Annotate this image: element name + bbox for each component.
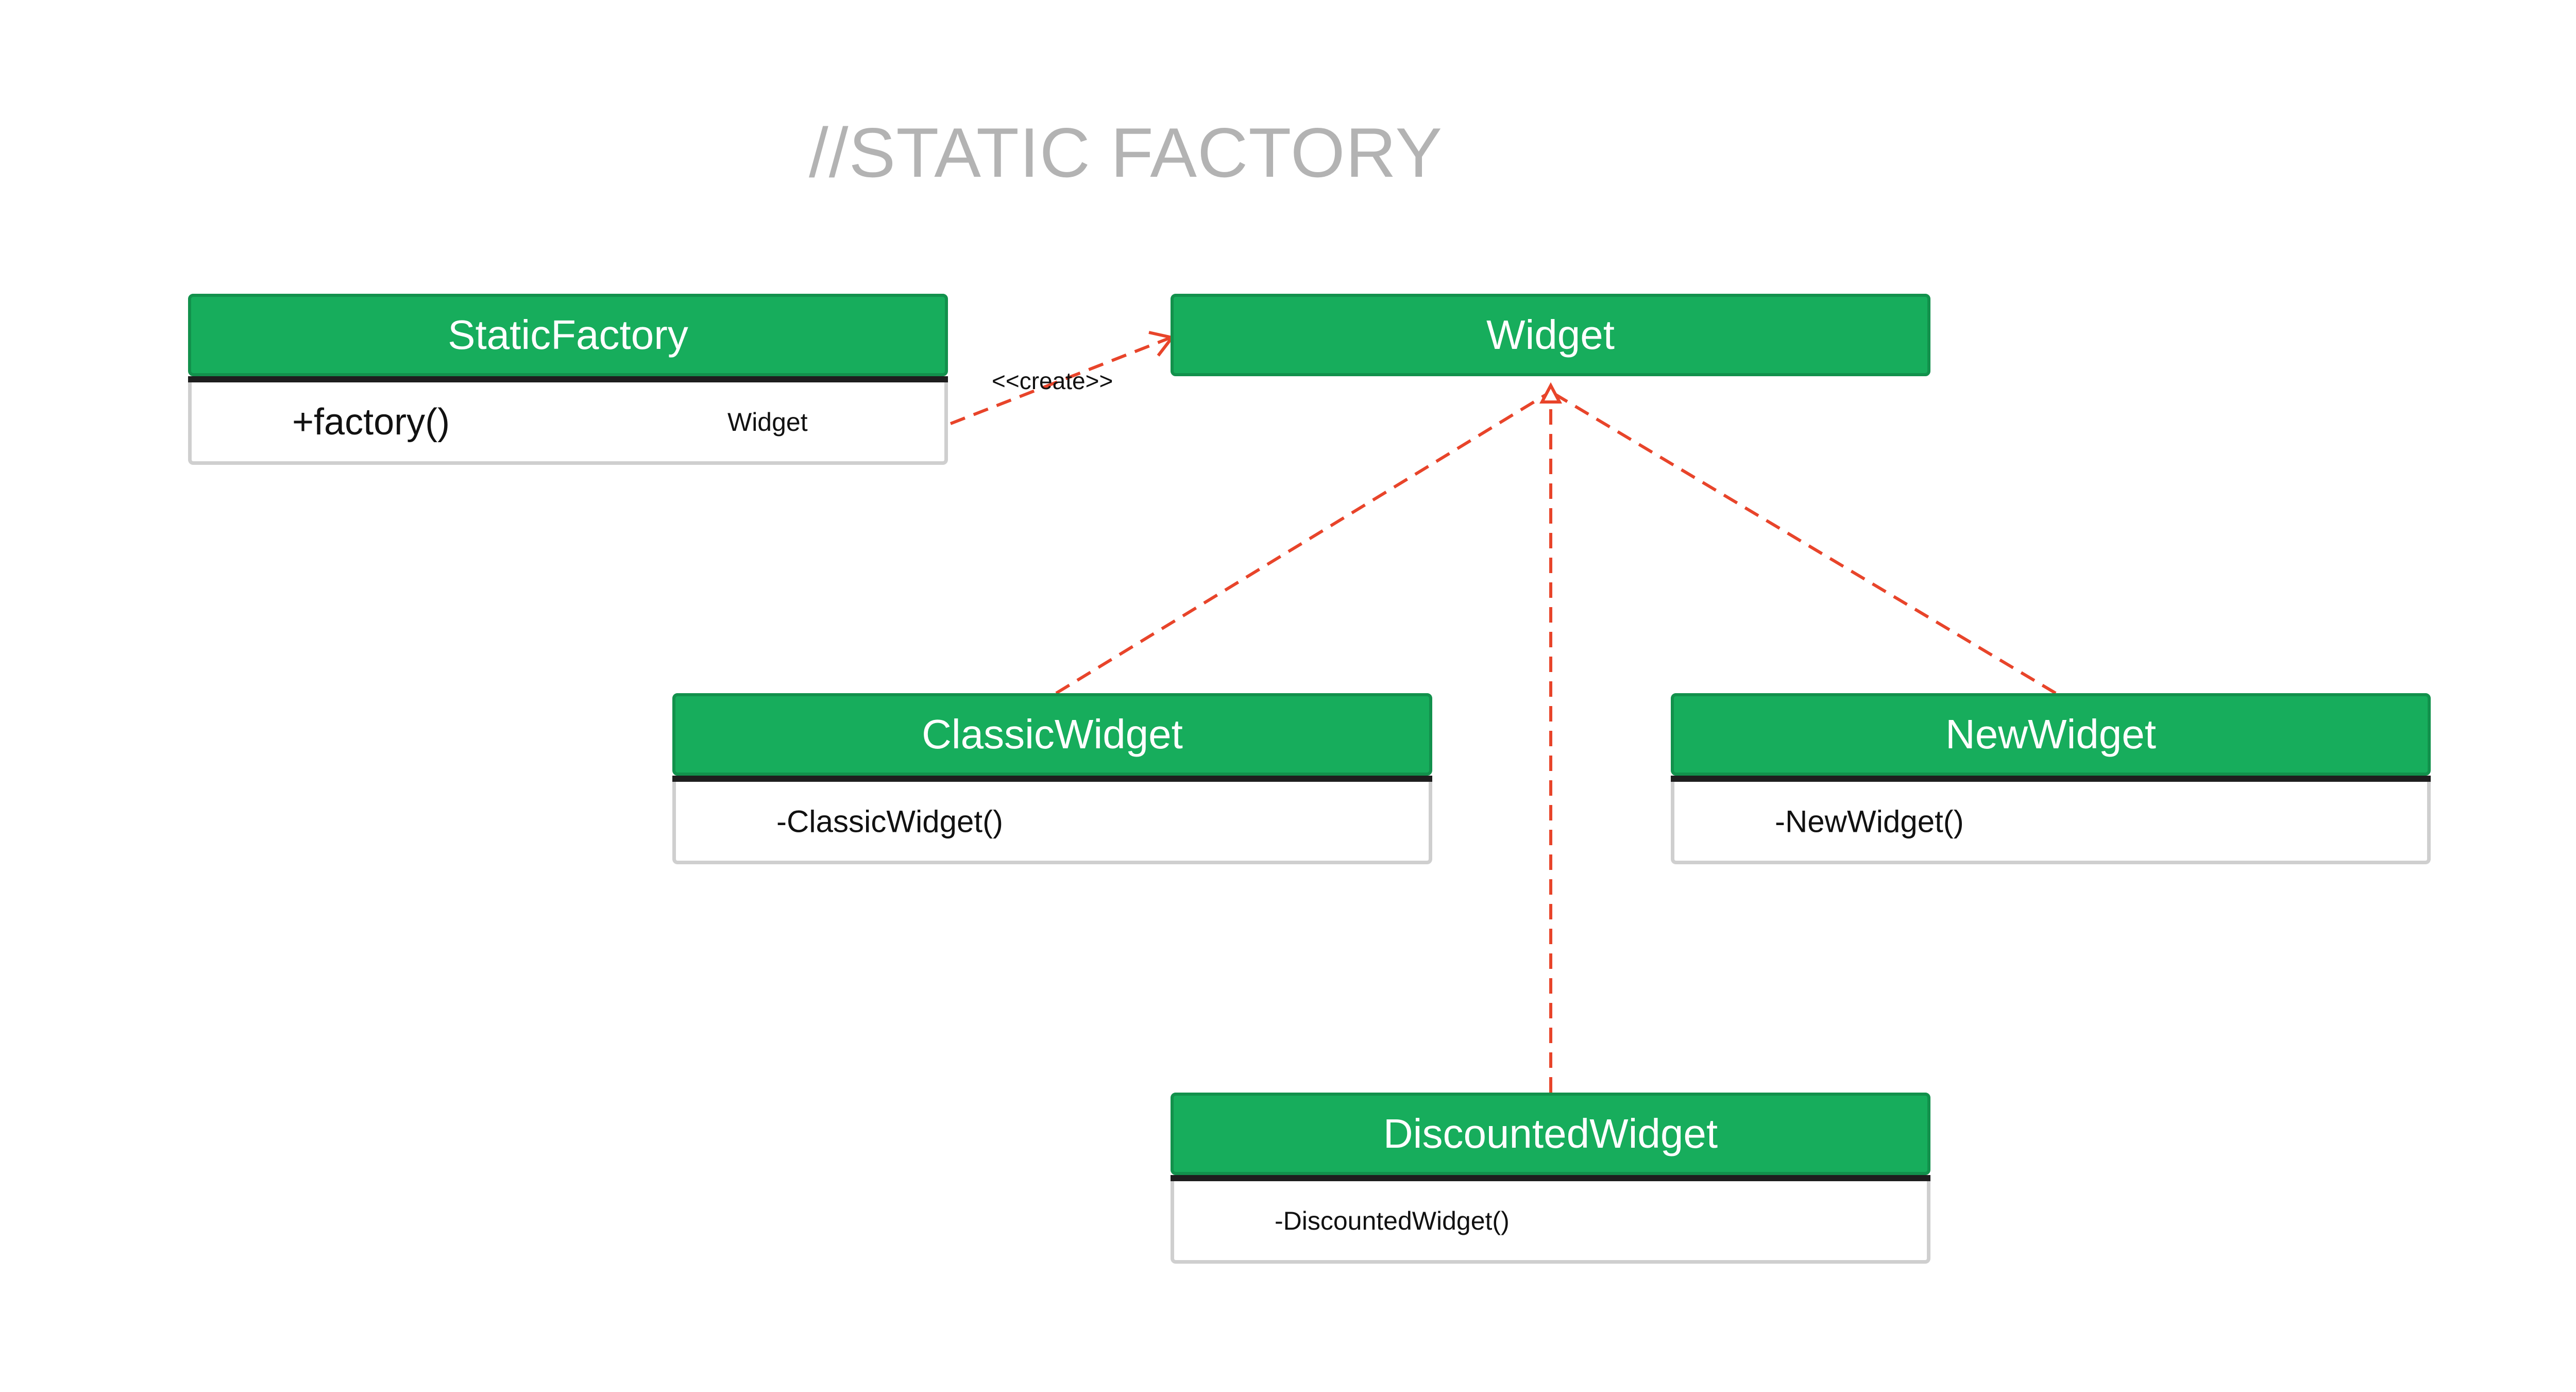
class-discounted-widget[interactable]: DiscountedWidget -DiscountedWidget() (1171, 1093, 1930, 1264)
class-header: StaticFactory (188, 294, 948, 376)
class-divider (188, 376, 948, 382)
method-classic-widget: -ClassicWidget() (776, 804, 1004, 838)
class-body: -ClassicWidget() (672, 782, 1432, 864)
class-header: DiscountedWidget (1171, 1093, 1930, 1175)
class-divider (672, 776, 1432, 782)
class-new-widget[interactable]: NewWidget -NewWidget() (1671, 693, 2431, 864)
class-divider (1671, 776, 2431, 782)
class-classic-widget[interactable]: ClassicWidget -ClassicWidget() (672, 693, 1432, 864)
method-new-widget: -NewWidget() (1775, 804, 1964, 838)
create-dependency-line (950, 337, 1171, 425)
classic-realization-line (1055, 390, 1552, 695)
create-arrowhead (1148, 331, 1175, 357)
diagram-title: //STATIC FACTORY (809, 113, 1443, 192)
realization-arrowhead (1539, 382, 1562, 404)
class-header: NewWidget (1671, 693, 2431, 776)
class-body: -DiscountedWidget() (1171, 1181, 1930, 1264)
method-discounted-widget: -DiscountedWidget() (1275, 1206, 1510, 1235)
class-header: Widget (1171, 294, 1930, 376)
create-stereotype-label: <<create>> (992, 367, 1113, 394)
class-body: +factory() Widget (188, 382, 948, 465)
new-realization-line (1550, 390, 2057, 695)
class-body: -NewWidget() (1671, 782, 2431, 864)
class-divider (1171, 1175, 1930, 1181)
class-static-factory[interactable]: StaticFactory +factory() Widget (188, 294, 948, 465)
class-widget[interactable]: Widget (1171, 294, 1930, 376)
return-type-label: Widget (727, 407, 808, 437)
class-header: ClassicWidget (672, 693, 1432, 776)
method-factory: +factory() (292, 401, 450, 443)
